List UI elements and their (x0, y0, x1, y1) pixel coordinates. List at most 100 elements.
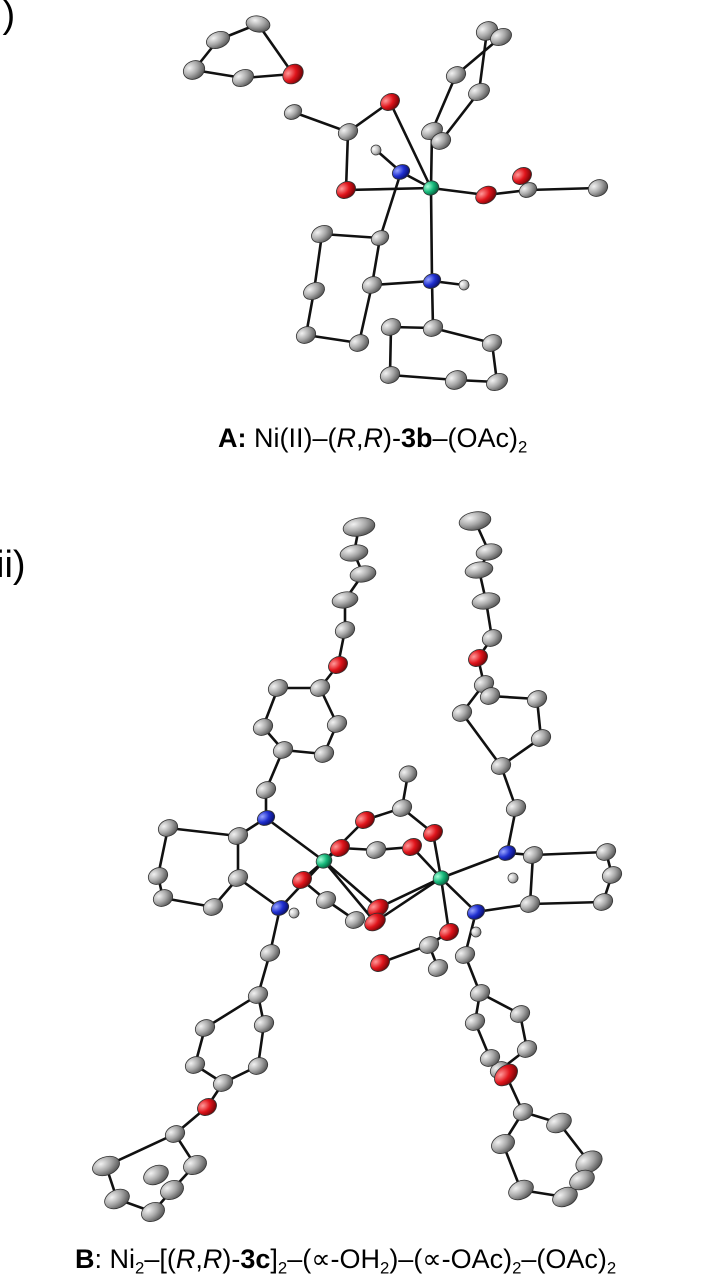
bond (376, 876, 443, 910)
carbon-atom (380, 318, 402, 336)
carbon-atom (326, 715, 348, 733)
carbon-atom (272, 741, 294, 759)
bond (344, 130, 350, 192)
nitrogen-atom (497, 845, 517, 861)
bond (344, 186, 433, 192)
carbon-atom (490, 757, 512, 775)
carbon-atom (141, 1201, 165, 1223)
carbon-atom (315, 891, 337, 909)
bond (264, 816, 326, 863)
carbon-atom (552, 1186, 578, 1208)
carbon-atom (202, 898, 224, 916)
carbon-atom (509, 1005, 531, 1023)
nickel-atom (315, 853, 333, 869)
carbon-atom (104, 1188, 130, 1210)
bonds-b (104, 519, 614, 1214)
carbon-atom (481, 629, 503, 647)
bond (388, 100, 433, 190)
carbon-atom (342, 517, 376, 537)
carbon-atom (313, 745, 335, 763)
oxygen-atom (282, 63, 304, 85)
carbon-atom (505, 799, 527, 817)
carbon-atom (255, 781, 277, 799)
hydrogen-atom (507, 872, 519, 884)
carbon-atom (479, 1049, 501, 1067)
carbon-atom (530, 729, 552, 747)
oxygen-atom (402, 838, 422, 856)
bond (531, 850, 608, 857)
oxygen-atom (380, 93, 400, 111)
carbon-atom (311, 224, 333, 244)
carbon-atom (418, 936, 440, 954)
carbon-atom (595, 843, 617, 861)
carbon-atom (365, 841, 387, 859)
carbon-atom (143, 1164, 169, 1186)
carbon-atom (245, 15, 271, 33)
hydrogen-atom (458, 279, 470, 291)
oxygen-atom (355, 811, 375, 829)
carbon-atom (587, 179, 609, 197)
oxygen-atom (439, 923, 459, 941)
nitrogen-atom (391, 164, 411, 180)
carbon-atom (295, 326, 317, 344)
carbon-atom (164, 1125, 186, 1143)
hydrogen-atom (370, 144, 382, 156)
carbon-atom (252, 718, 274, 736)
carbon-atom (471, 592, 501, 610)
carbon-atom (309, 679, 331, 697)
carbon-atom (157, 819, 179, 837)
oxygen-atom (292, 871, 312, 889)
carbon-atom (348, 334, 370, 352)
carbon-atom (194, 1019, 216, 1037)
oxygen-atom (330, 839, 350, 857)
carbon-atom (379, 366, 401, 384)
bond (431, 326, 494, 345)
carbon-atom (481, 334, 503, 352)
carbon-atom (464, 1013, 486, 1031)
carbon-atom (331, 591, 359, 609)
bond (477, 29, 489, 94)
carbon-atom (247, 1057, 269, 1075)
carbon-atom (160, 1179, 184, 1201)
carbon-atom (427, 959, 449, 977)
carbon-atom (398, 765, 418, 783)
oxygen-atom (494, 1063, 518, 1087)
carbon-atom (454, 946, 476, 964)
bond (439, 851, 509, 880)
carbon-atom (468, 82, 490, 102)
crystal-structure-b (92, 511, 623, 1223)
carbon-atom (337, 123, 359, 141)
carbon-atom (370, 230, 390, 246)
carbon-atom (430, 132, 452, 150)
carbon-atom (334, 621, 356, 639)
bond (166, 826, 240, 838)
carbon-atom (519, 895, 541, 913)
bond (357, 283, 374, 345)
hydrogen-atom (288, 907, 300, 919)
carbon-atom (575, 1150, 603, 1174)
carbon-atom (444, 370, 468, 390)
carbon-atom (182, 60, 206, 80)
carbon-atom (422, 319, 444, 337)
oxygen-atom (468, 649, 488, 667)
bond (291, 110, 350, 134)
carbon-atom (486, 372, 508, 392)
carbon-atom (361, 276, 383, 294)
nickel-atom (432, 870, 450, 886)
nitrogen-atom (256, 810, 276, 826)
carbon-atom (479, 687, 501, 705)
bond (439, 876, 451, 934)
carbon-atom (518, 182, 538, 198)
bonds-a (192, 22, 600, 384)
bond (430, 73, 458, 133)
bond (429, 186, 434, 283)
bond (203, 993, 260, 1030)
oxygen-atom (197, 1098, 217, 1116)
carbon-atom (526, 690, 548, 708)
carbon-atom (451, 704, 473, 722)
carbon-atom (516, 1040, 538, 1058)
nitrogen-atom (270, 900, 290, 916)
oxygen-atom (364, 912, 386, 932)
bond (256, 22, 295, 76)
bond (439, 876, 478, 914)
